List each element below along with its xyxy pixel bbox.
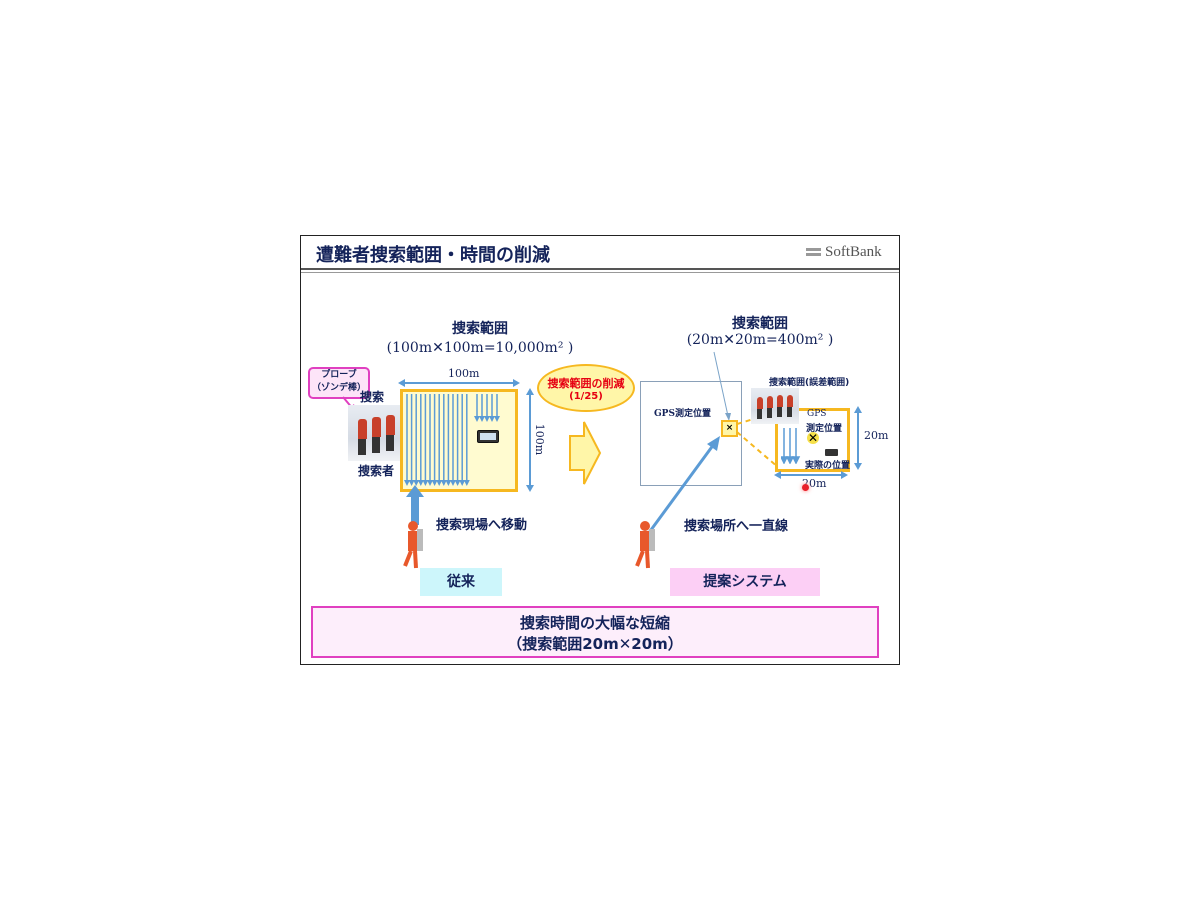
header-divider-thin	[301, 272, 899, 273]
search-path-arrowhead	[445, 480, 452, 486]
reduction-badge: 捜索範囲の削減 (1/25)	[537, 364, 635, 412]
width-dimension-arrow	[398, 379, 520, 387]
gps-position-label: GPS測定位置	[654, 409, 711, 419]
left-width-label: 100m	[448, 367, 480, 380]
right-height-arrow	[854, 406, 862, 470]
left-height-label: 100m	[533, 423, 547, 456]
probe-callout: プローブ （ゾンデ棒）	[308, 367, 370, 399]
search-path-arrowhead	[463, 480, 470, 486]
search-path-arrowhead	[427, 480, 433, 486]
gps-error-area	[640, 381, 742, 486]
right-heading: 捜索範囲	[732, 316, 788, 332]
right-move-label: 捜索場所へ一直線	[684, 519, 789, 534]
search-path-arrowhead	[450, 480, 456, 486]
logo-bars-icon	[806, 247, 821, 258]
large-search-area	[400, 389, 518, 492]
search-path-arrowhead	[489, 416, 495, 422]
slide-title: 遭難者捜索範囲・時間の削減	[316, 245, 550, 266]
summary-line-2: （捜索範囲20m✕20m）	[507, 635, 683, 653]
right-formula: (20m✕20m=400m² )	[686, 332, 834, 348]
header-divider	[301, 268, 899, 270]
softbank-logo: SoftBank	[806, 244, 882, 261]
actual-phone-icon	[825, 449, 838, 456]
rescuer-walking-icon-right	[635, 521, 655, 569]
search-path-arrowhead	[484, 416, 490, 422]
search-path-arrows	[404, 394, 500, 486]
pointer-line-icon	[713, 351, 731, 421]
search-label: 捜索	[360, 390, 385, 404]
rescuer-walking-icon	[403, 521, 423, 569]
right-height-label: 20m	[864, 429, 889, 442]
left-move-label: 捜索現場へ移動	[436, 518, 528, 533]
actual-position-label: 実際の位置	[805, 461, 851, 471]
search-path-arrowhead	[479, 416, 485, 422]
search-path-arrowhead	[408, 480, 415, 486]
cursor-dot-icon	[802, 484, 809, 491]
error-range-label: 捜索範囲(誤差範囲)	[769, 378, 850, 388]
gps-small-label: GPS	[807, 409, 827, 419]
small-search-path-arrows	[781, 428, 801, 464]
right-width-arrow	[774, 471, 848, 479]
left-formula: (100m✕100m=10,000m² )	[386, 340, 574, 356]
search-path-arrowhead	[440, 480, 447, 486]
search-path-arrowhead	[431, 480, 438, 486]
measured-position-marker-icon: ✕	[807, 431, 819, 445]
search-path-arrowhead	[474, 416, 480, 422]
search-path-arrowhead	[422, 480, 429, 486]
conventional-method-label: 従来	[420, 568, 502, 596]
search-path-arrowhead	[404, 480, 410, 486]
phone-icon	[477, 430, 499, 443]
searcher-label: 捜索者	[358, 464, 395, 478]
search-path-arrowhead	[417, 480, 424, 486]
search-path-arrowhead	[413, 480, 420, 486]
search-path-arrowhead	[459, 480, 466, 486]
direct-route-arrow	[646, 436, 720, 535]
right-arrow-icon	[569, 421, 602, 485]
measured-position-label: 測定位置	[806, 424, 843, 434]
search-path-arrowhead	[494, 416, 500, 422]
summary-line-1: 捜索時間の大幅な短縮	[519, 614, 670, 632]
search-team-photo-small	[751, 388, 799, 424]
move-up-arrow	[406, 485, 424, 525]
search-path-arrowhead	[454, 480, 461, 486]
height-dimension-arrow	[526, 388, 534, 492]
gps-marker-icon: ×	[721, 420, 738, 437]
left-heading: 捜索範囲	[452, 321, 508, 337]
proposed-system-label: 提案システム	[670, 568, 820, 596]
search-path-arrowhead	[436, 480, 443, 486]
summary-box: 捜索時間の大幅な短縮 （捜索範囲20m✕20m）	[311, 606, 879, 658]
